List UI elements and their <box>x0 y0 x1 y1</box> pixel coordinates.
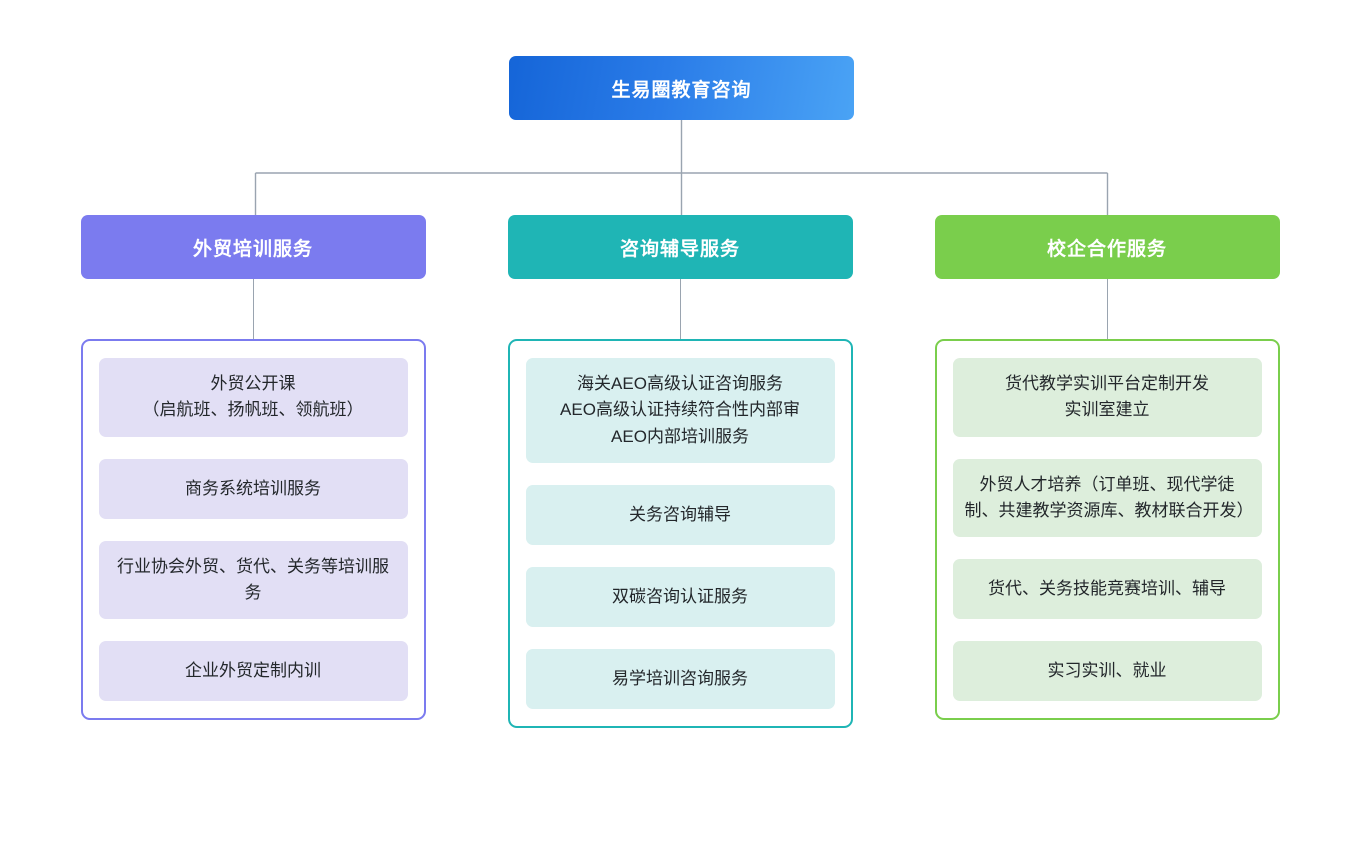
column-header-foreign-trade-training[interactable]: 外贸培训服务 <box>80 215 426 279</box>
column-header-label: 咨询辅导服务 <box>619 238 740 260</box>
root-node[interactable]: 生易圈教育咨询 <box>509 56 854 120</box>
card-container-school-enterprise-cooperation: 货代教学实训平台定制开发 实训室建立 外贸人才培养（订单班、现代学徒制、共建教学… <box>934 339 1280 721</box>
column-consulting-coaching: 咨询辅导服务 海关AEO高级认证咨询服务 AEO高级认证持续符合性内部审 AEO… <box>507 215 853 729</box>
branch-columns: 外贸培训服务 外贸公开课 （启航班、扬帆班、领航班） 商务系统培训服务 行业协会… <box>0 215 1360 729</box>
service-card[interactable]: 双碳咨询认证服务 <box>525 567 835 628</box>
connector-stub-3 <box>1106 279 1108 339</box>
card-container-consulting-coaching: 海关AEO高级认证咨询服务 AEO高级认证持续符合性内部审 AEO内部培训服务 … <box>507 339 853 729</box>
service-card[interactable]: 外贸人才培养（订单班、现代学徒制、共建教学资源库、教材联合开发） <box>952 458 1262 538</box>
service-card[interactable]: 易学培训咨询服务 <box>525 649 835 710</box>
column-header-label: 外贸培训服务 <box>192 238 313 260</box>
column-header-school-enterprise-cooperation[interactable]: 校企合作服务 <box>934 215 1280 279</box>
service-card[interactable]: 关务咨询辅导 <box>525 485 835 546</box>
column-foreign-trade-training: 外贸培训服务 外贸公开课 （启航班、扬帆班、领航班） 商务系统培训服务 行业协会… <box>80 215 426 721</box>
service-card[interactable]: 实习实训、就业 <box>952 641 1262 702</box>
service-card[interactable]: 行业协会外贸、货代、关务等培训服务 <box>98 540 408 620</box>
service-card[interactable]: 外贸公开课 （启航班、扬帆班、领航班） <box>98 358 408 437</box>
column-header-consulting-coaching[interactable]: 咨询辅导服务 <box>507 215 853 279</box>
root-node-label: 生易圈教育咨询 <box>611 79 752 101</box>
column-school-enterprise-cooperation: 校企合作服务 货代教学实训平台定制开发 实训室建立 外贸人才培养（订单班、现代学… <box>934 215 1280 721</box>
service-card[interactable]: 货代教学实训平台定制开发 实训室建立 <box>952 358 1262 437</box>
service-card[interactable]: 商务系统培训服务 <box>98 458 408 519</box>
column-header-label: 校企合作服务 <box>1046 238 1167 260</box>
card-container-foreign-trade-training: 外贸公开课 （启航班、扬帆班、领航班） 商务系统培训服务 行业协会外贸、货代、关… <box>80 339 426 721</box>
service-card[interactable]: 企业外贸定制内训 <box>98 641 408 702</box>
service-card[interactable]: 货代、关务技能竞赛培训、辅导 <box>952 559 1262 620</box>
service-card[interactable]: 海关AEO高级认证咨询服务 AEO高级认证持续符合性内部审 AEO内部培训服务 <box>525 358 835 464</box>
connector-stub-1 <box>252 279 254 339</box>
connector-stub-2 <box>679 279 681 339</box>
